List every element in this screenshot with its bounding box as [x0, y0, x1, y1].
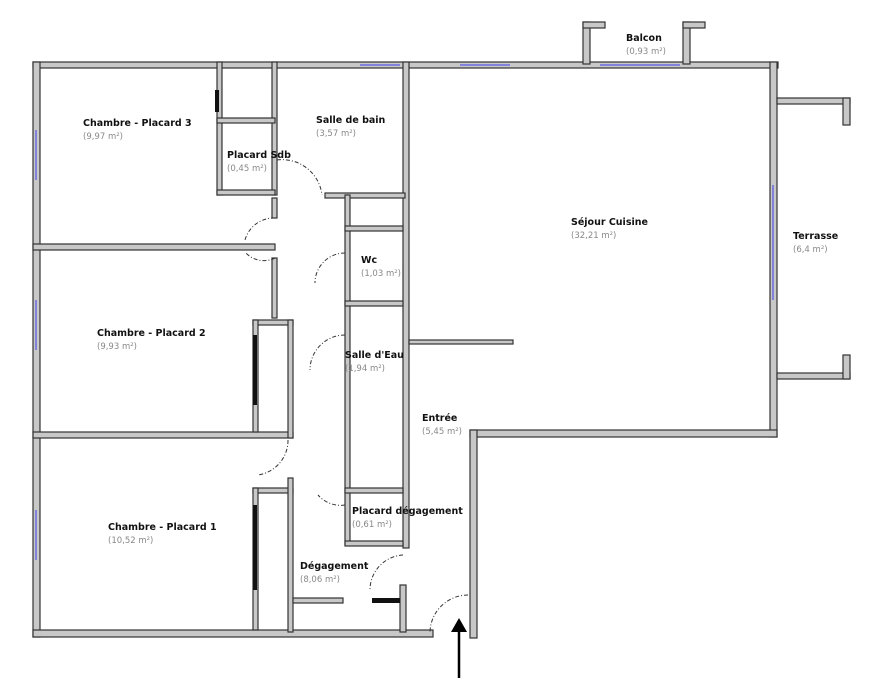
room-name: Placard Sdb	[227, 150, 291, 161]
room-chambre-1: Chambre - Placard 1 (10,52 m²)	[108, 522, 217, 546]
room-area: (8,06 m²)	[300, 575, 340, 585]
room-terrasse: Terrasse (6,4 m²)	[793, 231, 838, 255]
room-area: (0,93 m²)	[626, 47, 666, 57]
room-name: Chambre - Placard 2	[97, 328, 206, 339]
room-name: Salle d'Eau	[345, 350, 404, 361]
room-degagement: Dégagement (8,06 m²)	[300, 561, 369, 585]
room-balcon: Balcon (0,93 m²)	[626, 33, 666, 57]
room-wc: Wc (1,03 m²)	[361, 255, 401, 279]
room-chambre-3: Chambre - Placard 3 (9,97 m²)	[83, 118, 192, 142]
room-name: Séjour Cuisine	[571, 217, 648, 228]
room-name: Chambre - Placard 3	[83, 118, 192, 129]
room-name: Wc	[361, 255, 377, 266]
room-name: Entrée	[422, 413, 457, 424]
room-area: (6,4 m²)	[793, 245, 828, 255]
room-area: (3,57 m²)	[316, 129, 356, 139]
room-name: Salle de bain	[316, 115, 386, 126]
room-entree: Entrée (5,45 m²)	[422, 413, 462, 437]
room-name: Balcon	[626, 33, 662, 44]
room-salle-d-eau: Salle d'Eau (1,94 m²)	[345, 350, 404, 374]
room-area: (1,94 m²)	[345, 364, 385, 374]
windows	[35, 64, 774, 560]
room-name: Terrasse	[793, 231, 838, 242]
room-name: Dégagement	[300, 561, 369, 572]
room-area: (0,45 m²)	[227, 164, 267, 174]
room-chambre-2: Chambre - Placard 2 (9,93 m²)	[97, 328, 206, 352]
room-area: (9,97 m²)	[83, 132, 123, 142]
room-salle-de-bain: Salle de bain (3,57 m²)	[316, 115, 386, 139]
room-name: Placard dégagement	[352, 506, 463, 517]
room-sejour-cuisine: Séjour Cuisine (32,21 m²)	[571, 217, 648, 241]
room-area: (10,52 m²)	[108, 536, 153, 546]
room-area: (1,03 m²)	[361, 269, 401, 279]
room-area: (32,21 m²)	[571, 231, 616, 241]
entry-arrow-icon	[451, 618, 467, 678]
room-name: Chambre - Placard 1	[108, 522, 217, 533]
doors	[244, 159, 469, 634]
room-area: (0,61 m²)	[352, 520, 392, 530]
room-placard-degagement: Placard dégagement (0,61 m²)	[352, 506, 463, 530]
room-area: (9,93 m²)	[97, 342, 137, 352]
room-placard-sdb: Placard Sdb (0,45 m²)	[227, 150, 291, 174]
room-area: (5,45 m²)	[422, 427, 462, 437]
